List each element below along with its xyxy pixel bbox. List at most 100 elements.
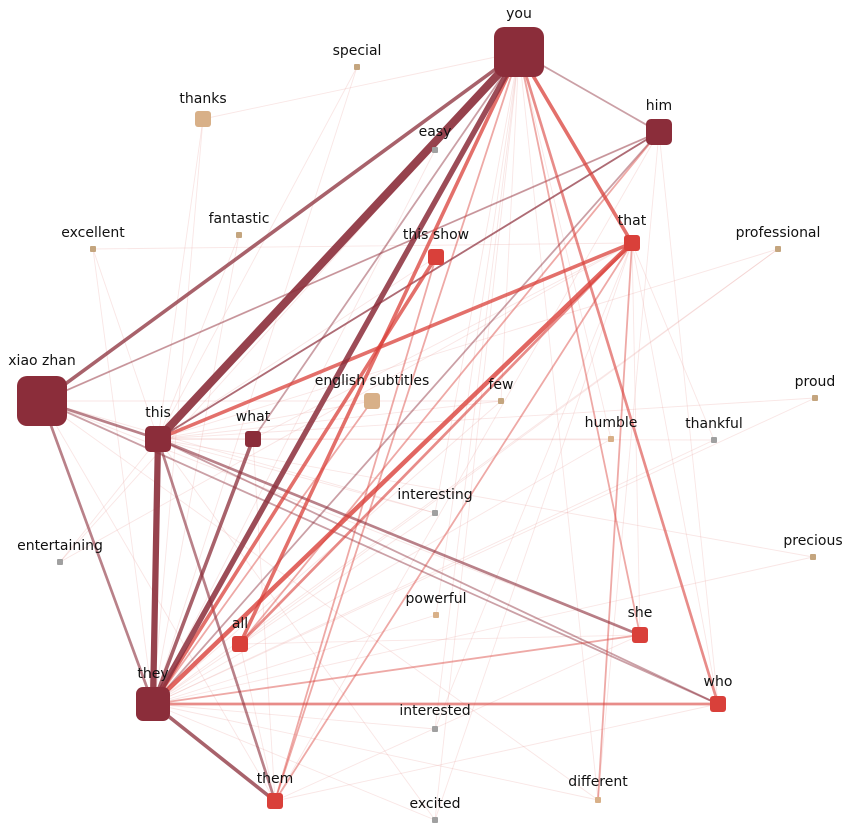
node-label-all: all (232, 616, 248, 632)
edge-you-they (150, 49, 522, 707)
edge-you-powerful (435, 51, 520, 616)
edge-this-them (156, 437, 277, 803)
node-different[interactable] (595, 797, 601, 803)
edge-that-who (631, 242, 719, 705)
edge-him-who (658, 131, 719, 705)
node-you[interactable] (494, 27, 544, 77)
edge-special-this (157, 66, 358, 440)
node-excited[interactable] (432, 817, 438, 823)
node-all[interactable] (232, 636, 248, 652)
edge-this-show-them (274, 256, 437, 802)
edge-him-them (274, 131, 660, 802)
edge-that-them (274, 242, 633, 802)
edge-interesting-they (152, 512, 436, 705)
edge-different-they (152, 703, 599, 801)
edge-excellent-this (92, 248, 159, 440)
edge-humble-they (152, 438, 612, 705)
node-them[interactable] (267, 793, 283, 809)
edge-xiao-zhan-she (41, 400, 641, 636)
edge-that-all (238, 241, 634, 646)
node-label-that: that (618, 213, 647, 229)
edge-fantastic-this (157, 234, 240, 440)
edge-precious-this (157, 438, 814, 558)
node-this[interactable] (145, 426, 171, 452)
node-proud[interactable] (812, 395, 818, 401)
node-interested[interactable] (432, 726, 438, 732)
node-label-proud: proud (795, 374, 836, 390)
node-interesting[interactable] (432, 510, 438, 516)
node-easy[interactable] (432, 147, 438, 153)
node-thanks[interactable] (195, 111, 211, 127)
node-label-thanks: thanks (179, 91, 226, 107)
node-label-entertaining: entertaining (17, 538, 103, 554)
edge-interested-they (152, 703, 436, 730)
edge-fantastic-they (152, 234, 240, 705)
edge-few-they (152, 400, 502, 705)
edge-xiao-zhan-they (40, 399, 155, 706)
edge-powerful-they (152, 614, 437, 705)
edge-all-she (239, 634, 641, 645)
node-english-subtitles[interactable] (364, 393, 380, 409)
edge-him-all (239, 131, 660, 645)
node-label-humble: humble (585, 415, 638, 431)
node-precious[interactable] (810, 554, 816, 560)
edge-this-she (156, 437, 642, 637)
node-they[interactable] (136, 687, 170, 721)
edge-that-thankful (631, 242, 715, 441)
node-professional[interactable] (775, 246, 781, 252)
edge-excited-this (157, 438, 436, 821)
node-she[interactable] (632, 627, 648, 643)
edge-few-this (157, 400, 502, 440)
edge-this-show-they (151, 255, 438, 706)
node-label-this: this (145, 405, 171, 421)
node-what[interactable] (245, 431, 261, 447)
node-thankful[interactable] (711, 437, 717, 443)
edge-different-you (518, 51, 599, 801)
node-powerful[interactable] (433, 612, 439, 618)
edge-you-them (274, 51, 520, 802)
node-label-thankful: thankful (685, 416, 743, 432)
node-label-different: different (568, 774, 628, 790)
edge-excited-they (152, 703, 436, 821)
edge-you-she (518, 51, 641, 636)
node-label-they: they (137, 666, 168, 682)
node-that[interactable] (624, 235, 640, 251)
node-xiao-zhan[interactable] (17, 376, 67, 426)
node-label-who: who (704, 674, 733, 690)
node-few[interactable] (498, 398, 504, 404)
node-entertaining[interactable] (57, 559, 63, 565)
node-label-this-show: this show (403, 227, 469, 243)
edge-that-they (150, 240, 635, 707)
edge-english-subtitles-this (157, 400, 373, 440)
edge-proud-they (152, 397, 816, 705)
edge-precious-they (152, 556, 814, 705)
edge-proud-this (157, 397, 816, 440)
node-who[interactable] (710, 696, 726, 712)
node-humble[interactable] (608, 436, 614, 442)
edge-thanks-you (202, 51, 520, 120)
edge-this-they (149, 435, 162, 708)
edge-you-excited (434, 51, 520, 821)
edge-that-different (597, 242, 633, 801)
edge-excellent-that (92, 242, 633, 250)
edge-you-humble (518, 51, 612, 440)
node-special[interactable] (354, 64, 360, 70)
edge-all-them (239, 643, 276, 802)
edge-this-who (157, 438, 719, 705)
edge-what-you (252, 51, 520, 440)
node-label-interesting: interesting (397, 487, 472, 503)
node-fantastic[interactable] (236, 232, 242, 238)
node-label-easy: easy (419, 124, 452, 140)
edge-you-xiao-zhan (40, 50, 521, 403)
node-him[interactable] (646, 119, 672, 145)
node-label-few: few (489, 377, 514, 393)
edge-thankful-they (152, 439, 715, 705)
edge-entertaining-this (59, 438, 159, 563)
edge-him-they (152, 131, 660, 705)
node-label-powerful: powerful (406, 591, 467, 607)
edge-that-interested (434, 242, 633, 730)
node-this-show[interactable] (428, 249, 444, 265)
edge-xiao-zhan-them (41, 400, 276, 802)
node-excellent[interactable] (90, 246, 96, 252)
